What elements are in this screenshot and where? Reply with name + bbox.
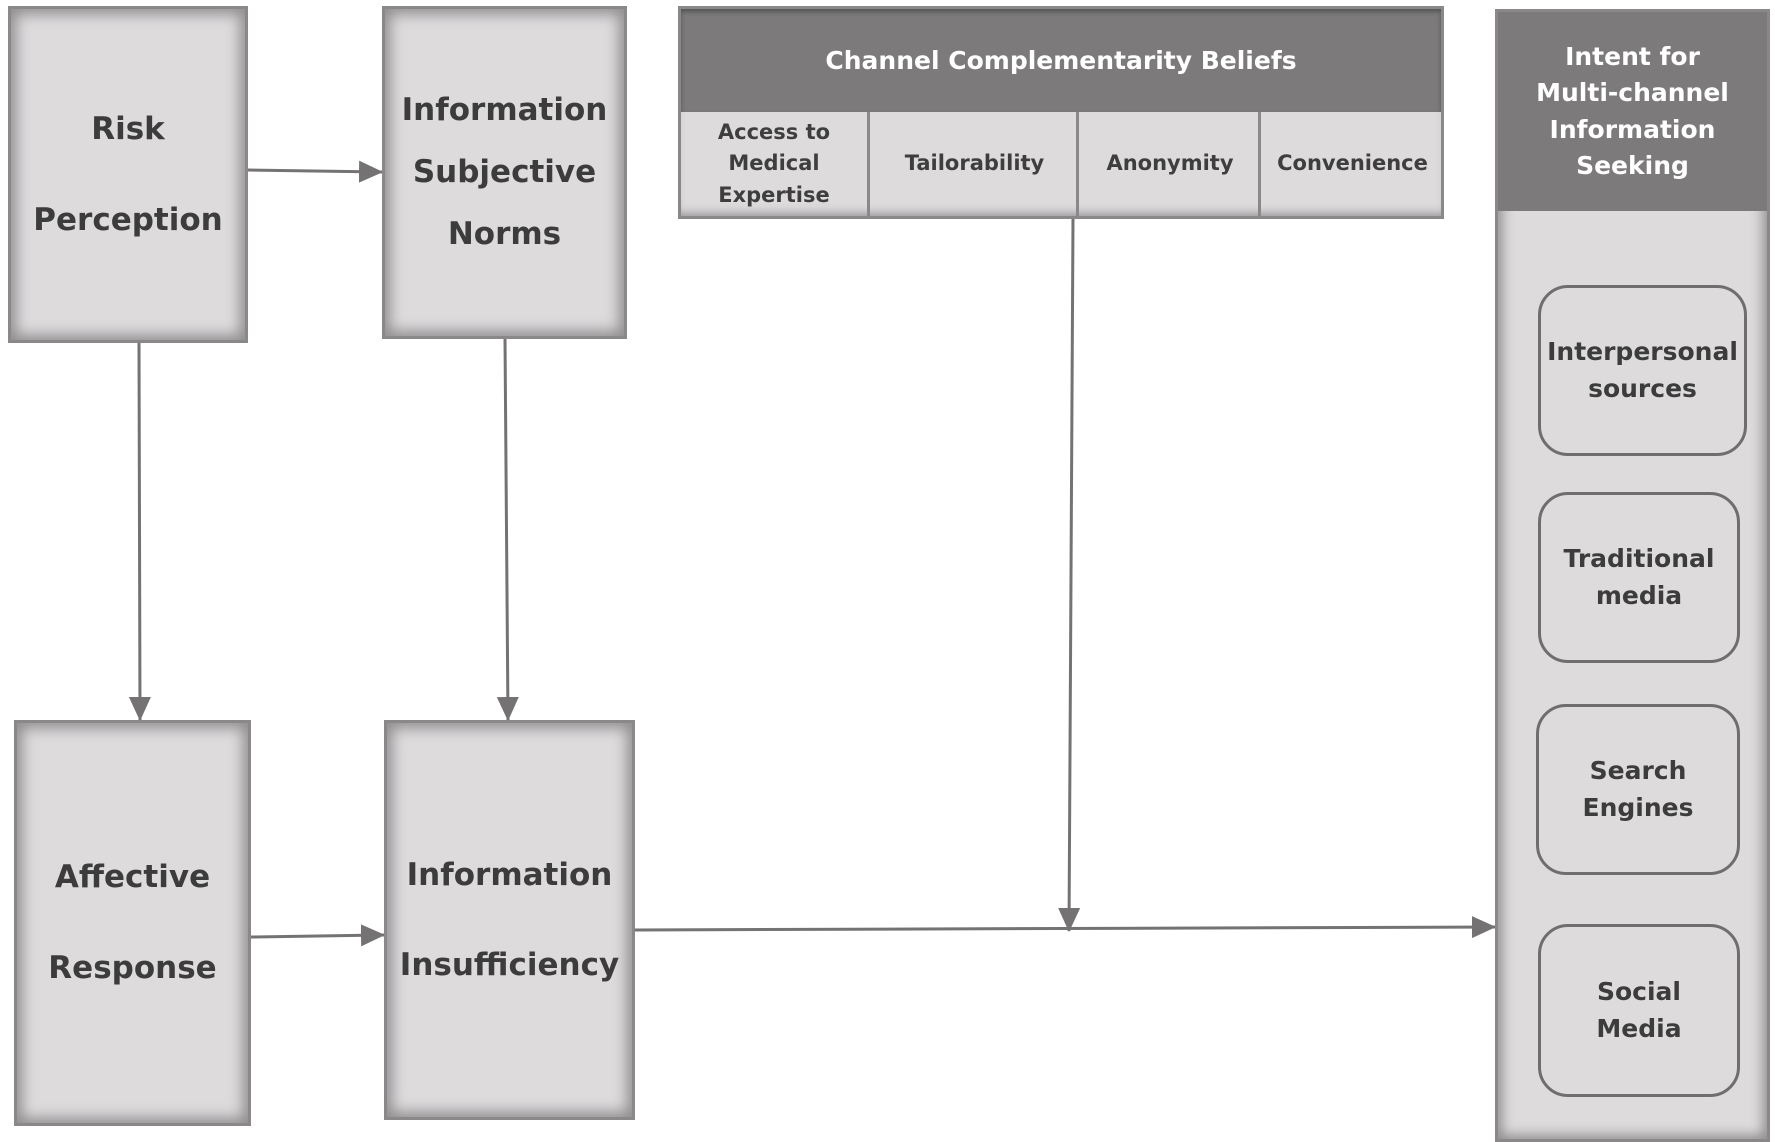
risk-perception-line-2: Perception: [33, 201, 223, 238]
belief-convenience: Convenience: [1258, 112, 1444, 216]
arrow-risk-to-affect: [128, 342, 151, 721]
information-insufficiency-line-2: Insufficiency: [399, 946, 620, 983]
affective-response-line-1: Affective: [54, 859, 211, 895]
belief-convenience-label: Convenience: [1277, 151, 1428, 176]
belief-anonymity-label: Anonymity: [1106, 151, 1234, 176]
channel-social-line-1: Social: [1596, 977, 1681, 1006]
risk-perception-box: Risk Perception: [8, 6, 248, 343]
subjective-norms-line-1: Information: [401, 92, 608, 128]
channel-social-media: Social Media: [1538, 924, 1740, 1097]
arrow-risk-to-norms: [247, 160, 383, 183]
subjective-norms-box: Information Subjective Norms: [382, 6, 627, 339]
channel-search-line-2: Engines: [1582, 792, 1694, 822]
channel-social-line-2: Media: [1596, 1013, 1682, 1043]
channel-search-line-1: Search: [1589, 756, 1687, 785]
belief-tailorability-label: Tailorability: [904, 151, 1045, 176]
channel-traditional-line-1: Traditional: [1563, 544, 1715, 573]
subjective-norms-line-2: Subjective: [412, 154, 597, 190]
arrow-affect-to-insufficiency: [250, 924, 385, 947]
risk-perception-line-1: Risk: [91, 110, 165, 147]
arrow-beliefs-moderator: [1058, 218, 1081, 932]
belief-access-line-2: Medical: [728, 151, 820, 176]
channel-complementarity-beliefs-box: Channel Complementarity Beliefs Access t…: [678, 6, 1444, 219]
intent-title-line-4: Seeking: [1576, 151, 1689, 180]
information-insufficiency-box: Information Insufficiency: [384, 720, 635, 1120]
arrow-norms-to-insufficiency: [496, 338, 519, 721]
belief-access-to-medical-expertise: Access to Medical Expertise: [681, 112, 867, 216]
channel-traditional-media: Traditional media: [1538, 492, 1740, 663]
intent-title-line-1: Intent for: [1565, 41, 1700, 71]
affective-response-line-2: Response: [48, 950, 217, 986]
intent-title-line-3: Information: [1549, 114, 1716, 144]
information-insufficiency-line-1: Information: [406, 856, 613, 893]
belief-access-line-1: Access to: [717, 120, 831, 145]
channel-interpersonal-line-1: Interpersonal: [1547, 337, 1738, 366]
channel-traditional-line-2: media: [1595, 580, 1683, 610]
belief-tailorability: Tailorability: [867, 112, 1079, 216]
intent-multichannel-box: Intent for Multi-channel Information See…: [1495, 9, 1770, 1142]
channel-interpersonal-sources: Interpersonal sources: [1538, 285, 1747, 456]
affective-response-box: Affective Response: [14, 720, 251, 1126]
subjective-norms-line-3: Norms: [447, 216, 562, 252]
arrow-insufficiency-to-intent: [634, 916, 1496, 939]
belief-access-line-3: Expertise: [718, 182, 830, 207]
channel-search-engines: Search Engines: [1536, 704, 1740, 875]
beliefs-title: Channel Complementarity Beliefs: [681, 9, 1441, 112]
intent-title: Intent for Multi-channel Information See…: [1498, 12, 1767, 211]
channel-interpersonal-line-2: sources: [1588, 373, 1697, 403]
intent-title-line-2: Multi-channel: [1536, 78, 1729, 107]
belief-anonymity: Anonymity: [1076, 112, 1261, 216]
